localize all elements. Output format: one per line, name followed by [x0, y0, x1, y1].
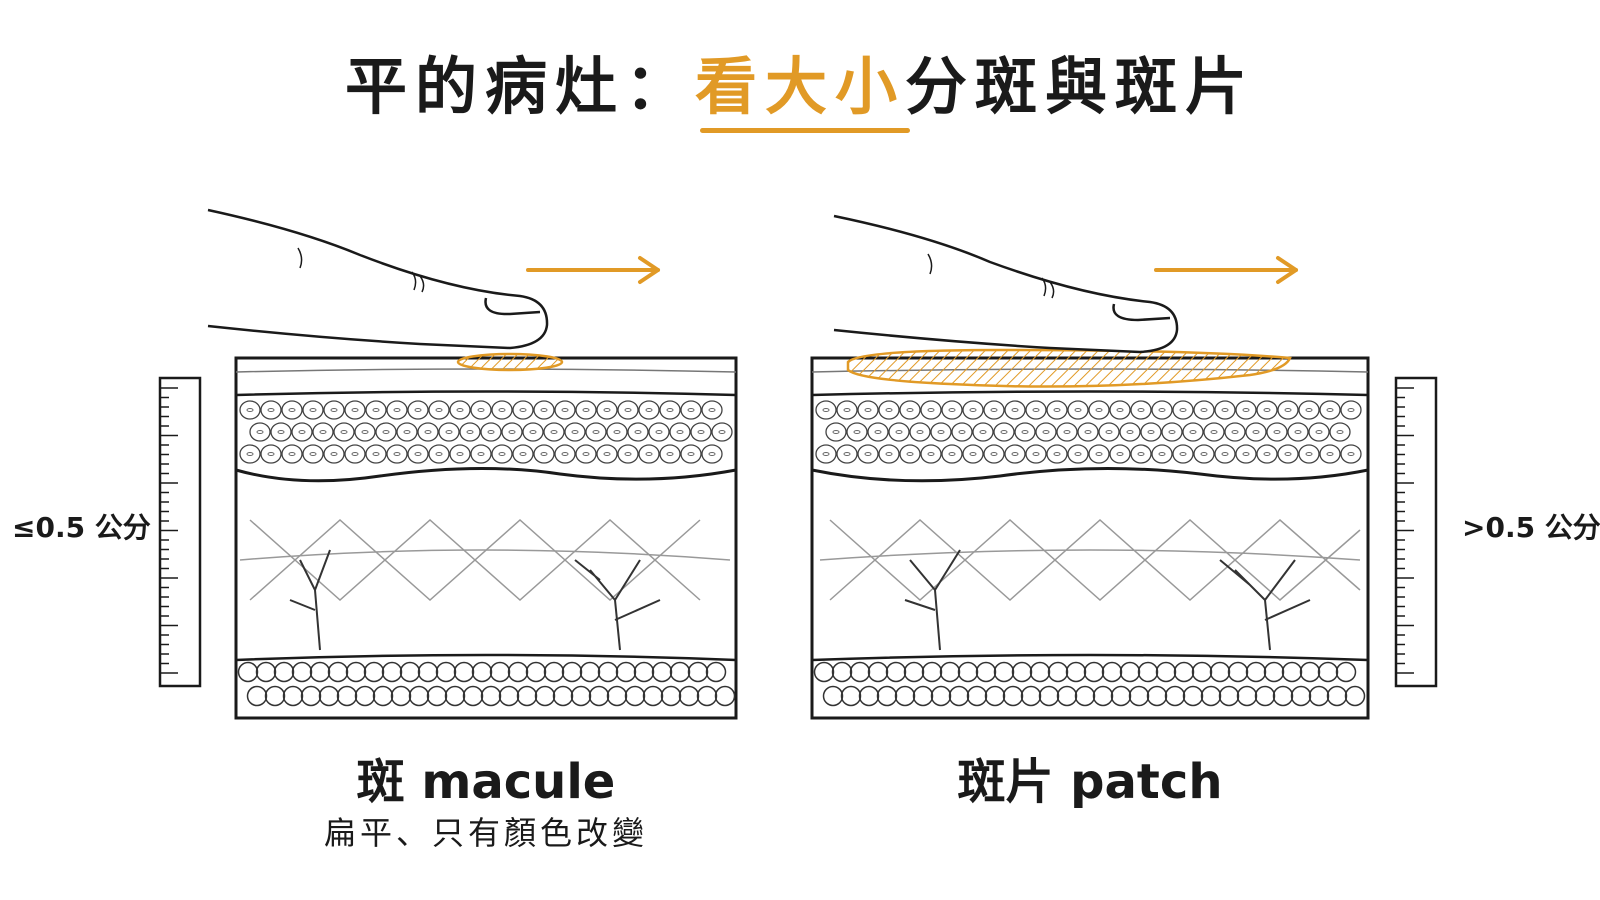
right-patch-lesion	[846, 348, 1292, 388]
left-dermis-mesh	[239, 518, 731, 602]
right-fat-cells	[813, 661, 1366, 707]
left-fat-cells	[237, 661, 736, 707]
right-motion-arrow	[1154, 256, 1298, 284]
title-accent: 看大小	[694, 50, 905, 123]
left-fat-boundary	[235, 653, 737, 662]
left-skin-panel	[234, 352, 738, 720]
left-epidermis-top	[235, 390, 737, 397]
left-macule-lesion	[456, 352, 564, 372]
left-subcaption: 扁平、只有顏色改變	[323, 814, 648, 852]
left-blood-vessels	[289, 549, 661, 651]
right-skin-panel	[810, 348, 1370, 720]
right-caption: 斑片 patch	[957, 754, 1223, 810]
left-caption: 斑 macule	[356, 754, 616, 810]
page-title: 平的病灶：看大小分斑與斑片	[0, 36, 1600, 126]
right-blood-vessels	[904, 549, 1311, 651]
right-cell-layer	[815, 400, 1362, 464]
right-finger	[833, 214, 1179, 354]
left-dermis-boundary	[235, 466, 737, 483]
left-finger	[207, 208, 549, 350]
left-size-label: ≤0.5 公分	[12, 511, 151, 544]
right-dermis-mesh	[819, 518, 1361, 602]
title-underline	[700, 128, 910, 133]
left-ruler	[158, 376, 202, 688]
title-part2: 分斑與斑片	[905, 50, 1256, 123]
title-part1: 平的病灶：	[344, 50, 695, 123]
right-size-label: >0.5 公分	[1462, 511, 1600, 544]
right-ruler	[1394, 376, 1438, 688]
right-dermis-boundary	[811, 466, 1369, 483]
right-fat-boundary	[811, 653, 1369, 662]
right-epidermis-top	[811, 390, 1369, 397]
left-cell-layer	[239, 400, 733, 464]
left-motion-arrow	[526, 256, 660, 284]
